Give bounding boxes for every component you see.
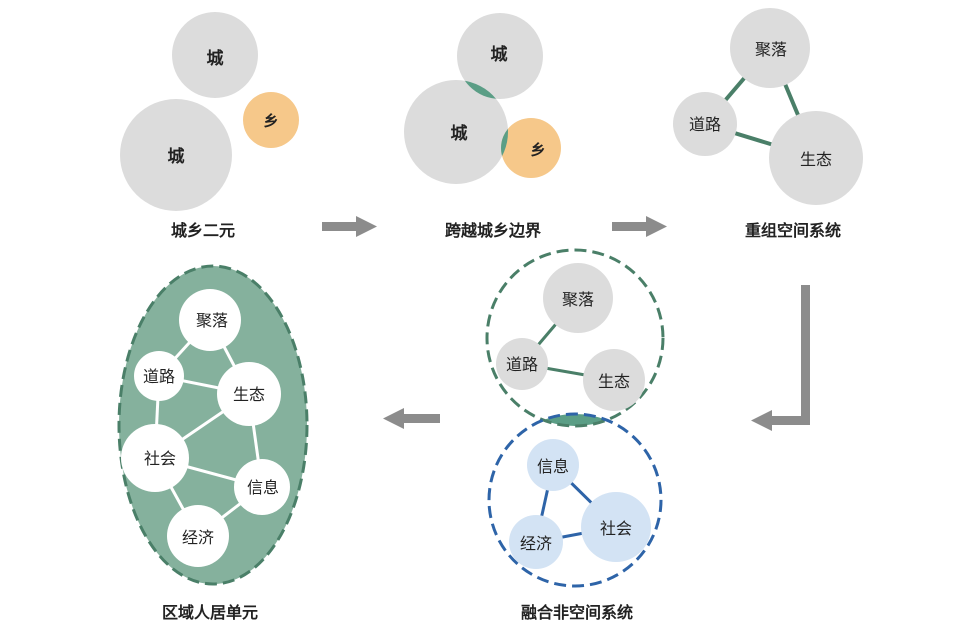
panel5-caption: 区域人居单元 xyxy=(162,603,258,622)
society-circle xyxy=(581,492,651,562)
village-circle xyxy=(501,118,561,178)
panel-restructure-spatial: 聚落 道路 生态 重组空间系统 xyxy=(673,8,863,240)
road-label: 道路 xyxy=(689,115,721,134)
road-label: 道路 xyxy=(506,355,538,374)
settlement-label: 聚落 xyxy=(196,311,228,330)
arrow-down-left xyxy=(751,285,810,431)
society-circle xyxy=(121,424,189,492)
panel1-caption: 城乡二元 xyxy=(171,221,235,240)
information-circle xyxy=(234,459,290,515)
city-big-label: 城 xyxy=(451,124,468,144)
economy-label: 经济 xyxy=(182,528,214,547)
settlement-label: 聚落 xyxy=(755,40,787,59)
city-top-label: 城 xyxy=(491,45,508,65)
arrow-left xyxy=(383,408,440,429)
panel4-caption: 融合非空间系统 xyxy=(521,603,633,622)
panel-urban-rural-duality: 城 城 乡 城乡二元 xyxy=(120,12,299,240)
settlement-label: 聚落 xyxy=(562,290,594,309)
information-label: 信息 xyxy=(537,457,569,476)
ecology-label: 生态 xyxy=(233,385,265,404)
ecology-circle xyxy=(583,349,645,411)
road-circle xyxy=(496,338,548,390)
information-circle xyxy=(527,439,579,491)
ecology-label: 生态 xyxy=(598,372,630,391)
panel3-caption: 重组空间系统 xyxy=(745,221,841,240)
road-circle xyxy=(134,351,184,401)
panel-crossing-boundary: 城 城 乡 跨越城乡边界 xyxy=(404,13,561,240)
arrow-right-2 xyxy=(612,216,667,237)
village-circle xyxy=(243,92,299,148)
arrow-right-1 xyxy=(322,216,377,237)
information-label: 信息 xyxy=(247,478,279,497)
panel2-caption: 跨越城乡边界 xyxy=(445,221,541,240)
economy-label: 经济 xyxy=(520,534,552,553)
city-top-label: 城 xyxy=(207,49,224,69)
city-big-circle xyxy=(120,99,232,211)
settlement-circle xyxy=(730,8,810,88)
ecology-circle xyxy=(769,111,863,205)
road-label: 道路 xyxy=(143,367,175,386)
society-label: 社会 xyxy=(600,519,632,538)
road-circle xyxy=(673,92,737,156)
city-top-circle xyxy=(172,12,258,98)
ecology-circle xyxy=(217,362,281,426)
society-label: 社会 xyxy=(144,449,176,468)
economy-circle xyxy=(509,515,563,569)
settlement-circle xyxy=(179,289,241,351)
city-big-circle xyxy=(404,80,508,184)
village-label: 乡 xyxy=(263,112,278,130)
village-label: 乡 xyxy=(530,141,545,159)
panel-regional-settlement-unit: 聚落 道路 生态 社会 信息 经济 区域人居单元 xyxy=(117,264,309,622)
nonspatial-system-ring xyxy=(487,412,663,588)
settlement-circle xyxy=(543,263,613,333)
economy-circle xyxy=(167,505,229,567)
city-big-label: 城 xyxy=(168,147,185,167)
panel-integrate-nonspatial: 聚落 道路 生态 信息 经济 社会 融合非空间系统 xyxy=(485,248,665,622)
city-top-circle xyxy=(457,13,543,99)
ecology-label: 生态 xyxy=(800,150,832,169)
spatial-system-ring xyxy=(485,248,665,428)
